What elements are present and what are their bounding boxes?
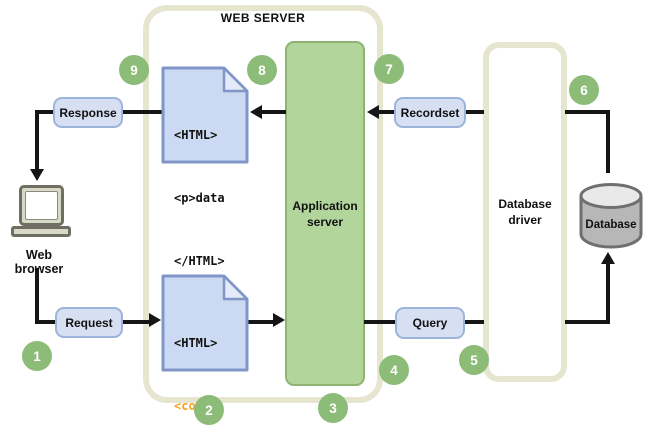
step-badge-7: 7 xyxy=(374,54,404,84)
arrowhead-to-response-doc xyxy=(250,105,262,119)
response-node: Response xyxy=(53,97,123,128)
connector-request-to-doc xyxy=(121,320,149,324)
step-badge-6: 6 xyxy=(569,75,599,105)
step-badge-2: 2 xyxy=(194,395,224,425)
database-driver-box: Database driver xyxy=(483,42,567,382)
step-badge-3: 3 xyxy=(318,393,348,423)
recordset-node: Recordset xyxy=(394,97,466,128)
connector-appserver-to-doc xyxy=(261,110,286,114)
step-badge-9: 9 xyxy=(119,55,149,85)
query-node: Query xyxy=(395,307,465,339)
connector-driver-to-recordset xyxy=(464,110,484,114)
arrowhead-to-database xyxy=(601,252,615,264)
code-line: <p>data xyxy=(174,191,225,205)
request-document: <HTML> <code> </HTML> xyxy=(161,274,249,413)
database-label: Database xyxy=(585,219,637,231)
response-document: <HTML> <p>data </HTML> xyxy=(161,66,249,268)
database-icon: Database xyxy=(578,182,644,249)
laptop-screen-inner xyxy=(25,191,58,220)
laptop-base xyxy=(11,226,71,237)
database-cylinder-shape xyxy=(579,183,643,249)
connector-browser-elbow-v xyxy=(35,268,39,324)
connector-response-elbow-v xyxy=(35,110,39,169)
arrowhead-to-request-doc xyxy=(149,313,161,327)
step-badge-1: 1 xyxy=(22,341,52,371)
response-document-code: <HTML> <p>data </HTML> xyxy=(174,83,225,314)
connector-browser-to-request xyxy=(35,320,56,324)
connector-database-to-driver-h xyxy=(565,110,610,114)
document-page-icon xyxy=(161,274,249,372)
code-line: <HTML> xyxy=(174,128,218,142)
step-badge-8: 8 xyxy=(247,55,277,85)
application-server-label-line2: server xyxy=(306,214,344,229)
connector-driver-to-database-v xyxy=(606,263,610,324)
connector-doc-to-appserver xyxy=(247,320,274,324)
web-server-title: WEB SERVER xyxy=(220,11,306,25)
step-badge-5: 5 xyxy=(459,345,489,375)
application-server-box: Application server xyxy=(285,41,365,386)
laptop-icon xyxy=(11,185,71,237)
connector-doc-to-response xyxy=(121,110,162,114)
connector-query-to-driver xyxy=(463,320,484,324)
request-node: Request xyxy=(55,307,123,338)
database-driver-label-line2: driver xyxy=(508,213,542,227)
database-driver-label-line1: Database xyxy=(498,197,552,211)
connector-recordset-to-appserver xyxy=(378,110,395,114)
arrowhead-into-appserver xyxy=(273,313,285,327)
laptop-screen xyxy=(19,185,64,226)
document-page-icon xyxy=(161,66,249,164)
code-line: </HTML> xyxy=(174,254,225,268)
connector-appserver-to-query xyxy=(364,320,396,324)
connector-database-to-driver-v xyxy=(606,110,610,173)
arrowhead-to-appserver xyxy=(367,105,379,119)
code-line: <HTML> xyxy=(174,336,218,350)
connector-response-elbow-h xyxy=(35,110,54,114)
web-browser-label: Web browser xyxy=(15,248,64,276)
step-badge-4: 4 xyxy=(379,355,409,385)
arrowhead-to-browser xyxy=(30,169,44,181)
application-server-label-line1: Application xyxy=(292,198,358,213)
connector-driver-to-database-h xyxy=(565,320,610,324)
